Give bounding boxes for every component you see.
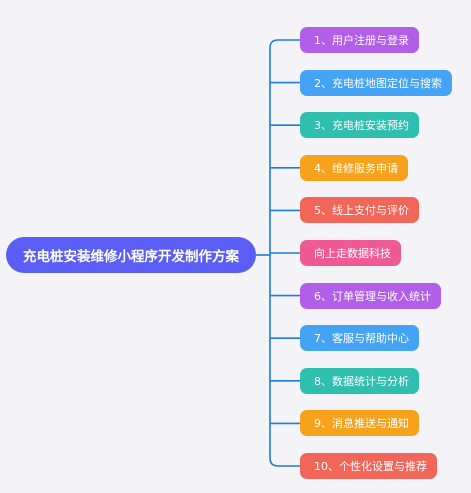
topic-label: 3、充电桩安装预约 [314, 119, 409, 133]
topic-label: 1、用户注册与登录 [314, 34, 409, 47]
root-topic[interactable]: 充电桩安装维修小程序开发制作方案 [6, 237, 256, 273]
topic-payment-review[interactable]: 5、线上支付与评价 [300, 197, 419, 224]
topic-label: 9、消息推送与通知 [314, 417, 409, 431]
topic-label: 5、线上支付与评价 [314, 204, 409, 218]
topic-label: 2、充电桩地图定位与搜索 [314, 76, 442, 90]
root-topic-label: 充电桩安装维修小程序开发制作方案 [23, 249, 239, 265]
topic-label: 6、订单管理与收入统计 [314, 289, 431, 303]
topic-installation-booking[interactable]: 3、充电桩安装预约 [300, 112, 419, 139]
topic-company-brand[interactable]: 向上走数据科技 [300, 240, 401, 266]
topic-personalization[interactable]: 10、个性化设置与推荐 [300, 453, 437, 479]
topic-customer-service[interactable]: 7、客服与帮助中心 [300, 325, 419, 352]
topic-label: 4、维修服务申请 [314, 161, 398, 175]
topic-label: 向上走数据科技 [314, 247, 391, 260]
topic-label: 10、个性化设置与推荐 [314, 460, 427, 473]
topic-order-management[interactable]: 6、订单管理与收入统计 [300, 282, 441, 309]
topic-label: 8、数据统计与分析 [314, 374, 409, 388]
topic-label: 7、客服与帮助中心 [314, 332, 409, 346]
topic-repair-request[interactable]: 4、维修服务申请 [300, 154, 408, 181]
topic-map-location-search[interactable]: 2、充电桩地图定位与搜索 [300, 69, 452, 96]
topic-push-notifications[interactable]: 9、消息推送与通知 [300, 410, 419, 437]
topic-data-analytics[interactable]: 8、数据统计与分析 [300, 367, 419, 394]
topic-user-registration[interactable]: 1、用户注册与登录 [300, 27, 419, 53]
